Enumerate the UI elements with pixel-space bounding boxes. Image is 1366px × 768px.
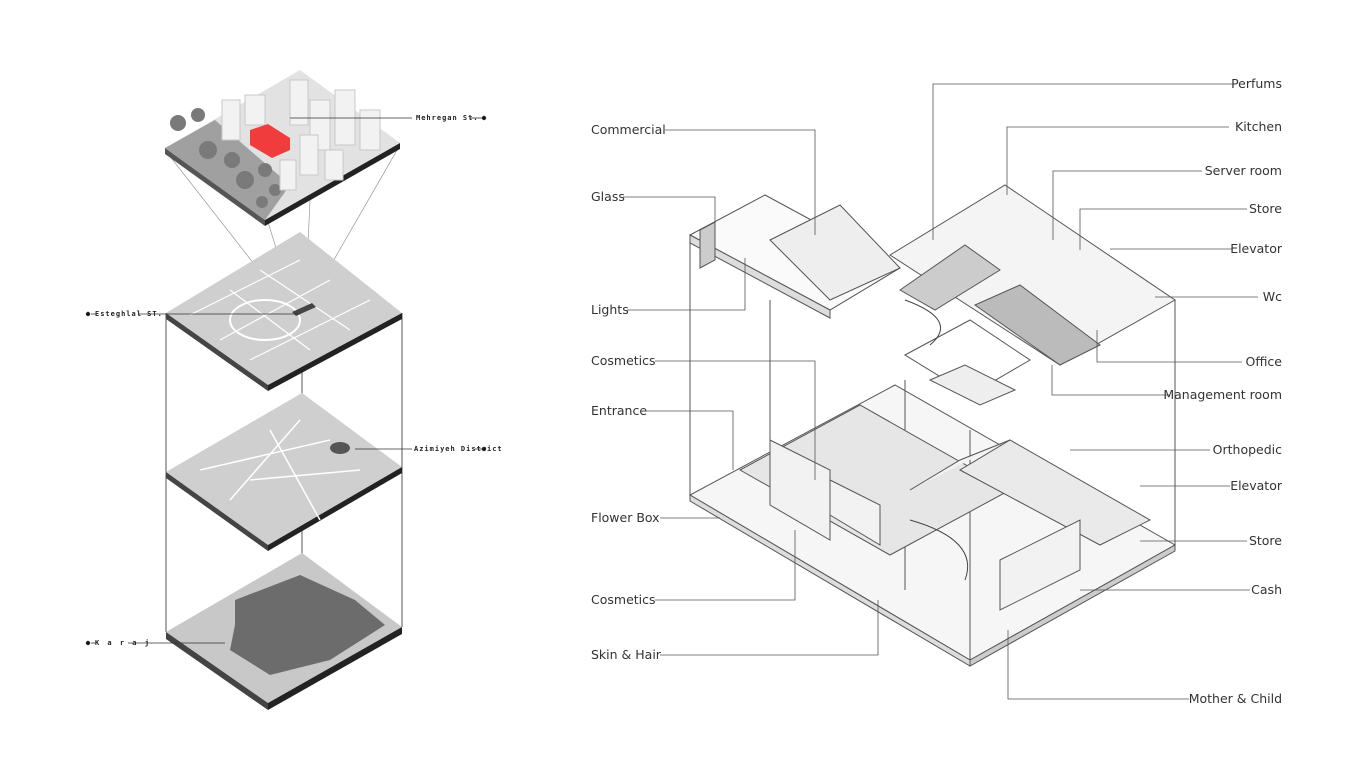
label-store-upper: Store — [1248, 201, 1282, 216]
label-esteghlal-st: Esteghlal ST. — [95, 310, 163, 318]
label-mehregan-st: Mehregan St. — [416, 114, 479, 122]
label-azimiyeh-district: Azimiyeh District — [414, 445, 503, 453]
label-lights: Lights — [591, 302, 629, 317]
label-skin-hair: Skin & Hair — [591, 647, 661, 662]
label-cash: Cash — [1251, 582, 1282, 597]
label-server-room: Server room — [1204, 163, 1282, 178]
label-management-room: Management room — [1163, 387, 1282, 402]
label-cosmetics-upper: Cosmetics — [591, 353, 656, 368]
label-elevator-lower: Elevator — [1230, 478, 1282, 493]
site-layers — [164, 144, 403, 632]
label-glass: Glass — [591, 189, 625, 204]
project-site-highlight — [250, 124, 290, 158]
label-perfums: Perfums — [1231, 76, 1282, 91]
label-kitchen: Kitchen — [1235, 119, 1282, 134]
building-leaders — [623, 83, 1258, 700]
label-orthopedic: Orthopedic — [1212, 442, 1282, 457]
karaj-map-layer — [166, 553, 402, 710]
label-commercial: Commercial — [591, 122, 666, 137]
label-elevator-upper: Elevator — [1230, 241, 1282, 256]
esteghlal-map-layer — [166, 232, 402, 391]
building-axonometric — [688, 184, 1177, 667]
label-wc: Wc — [1262, 289, 1282, 304]
site-leaders — [85, 115, 487, 646]
site-block-layer — [165, 70, 400, 226]
label-office: Office — [1245, 354, 1283, 369]
azimiyeh-map-layer — [166, 393, 402, 551]
label-store-lower: Store — [1248, 533, 1282, 548]
label-flower-box: Flower Box — [591, 510, 660, 525]
label-entrance: Entrance — [591, 403, 648, 418]
label-mother-child: Mother & Child — [1188, 691, 1282, 706]
label-cosmetics-lower: Cosmetics — [591, 592, 656, 607]
label-karaj: K a r a j — [95, 639, 151, 647]
